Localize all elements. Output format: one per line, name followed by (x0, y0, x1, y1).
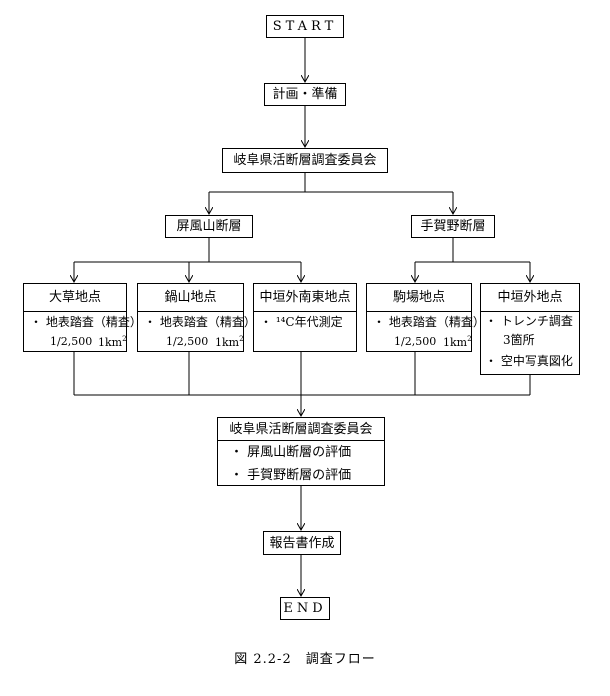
site-title: 鍋山地点 (138, 284, 243, 312)
site-nakagaito-se-card: 中垣外南東地点 ・ ¹⁴C年代測定 (253, 283, 357, 352)
site-scale: 1/2,500 (166, 335, 209, 348)
site-nabeyama-card: 鍋山地点 ・ 地表踏査（精査） 1/2,500 1km2 (137, 283, 256, 352)
site-area: 1km2 (215, 335, 244, 349)
site-nakagaito-card: 中垣外地点 ・ トレンチ調査 3箇所 ・ 空中写真図化 (480, 283, 580, 375)
site-komaba-card: 駒場地点 ・ 地表踏査（精査） 1/2,500 1km2 (366, 283, 485, 352)
tegano-fault-node: 手賀野断層 (411, 215, 495, 238)
figure-caption: 図 2.2-2 調査フロー (234, 652, 376, 667)
site-task: ・ 地表踏査（精査） (144, 315, 256, 329)
site-title: 大草地点 (24, 284, 126, 312)
site-scale: 1/2,500 (50, 335, 93, 348)
site-title: 駒場地点 (367, 284, 471, 312)
site-okusa-card: 大草地点 ・ 地表踏査（精査） 1/2,500 1km2 (23, 283, 142, 352)
byobu-fault-node: 屏風山断層 (165, 215, 253, 238)
site-title: 中垣外地点 (481, 284, 579, 312)
plan-node: 計画・準備 (264, 83, 346, 106)
site-task-detail: 3箇所 (503, 333, 535, 347)
report-node: 報告書作成 (263, 531, 341, 555)
site-scale: 1/2,500 (394, 335, 437, 348)
site-task: ・ ¹⁴C年代測定 (260, 315, 343, 329)
site-area: 1km2 (98, 335, 127, 349)
site-area: 1km2 (443, 335, 472, 349)
evaluation-item: ・ 屏風山断層の評価 (230, 445, 352, 460)
site-task: ・ 地表踏査（精査） (30, 315, 142, 329)
site-task: ・ 地表踏査（精査） (373, 315, 485, 329)
committee-node: 岐阜県活断層調査委員会 (222, 148, 388, 173)
site-title: 中垣外南東地点 (254, 284, 356, 312)
end-node: END (280, 597, 330, 620)
site-task: ・ 空中写真図化 (485, 354, 573, 368)
evaluation-item: ・ 手賀野断層の評価 (230, 468, 352, 483)
committee-evaluation-card: 岐阜県活断層調査委員会 ・ 屏風山断層の評価 ・ 手賀野断層の評価 (217, 417, 385, 486)
committee-title: 岐阜県活断層調査委員会 (218, 418, 384, 441)
site-task: ・ トレンチ調査 (485, 314, 573, 328)
start-node: START (266, 15, 344, 38)
